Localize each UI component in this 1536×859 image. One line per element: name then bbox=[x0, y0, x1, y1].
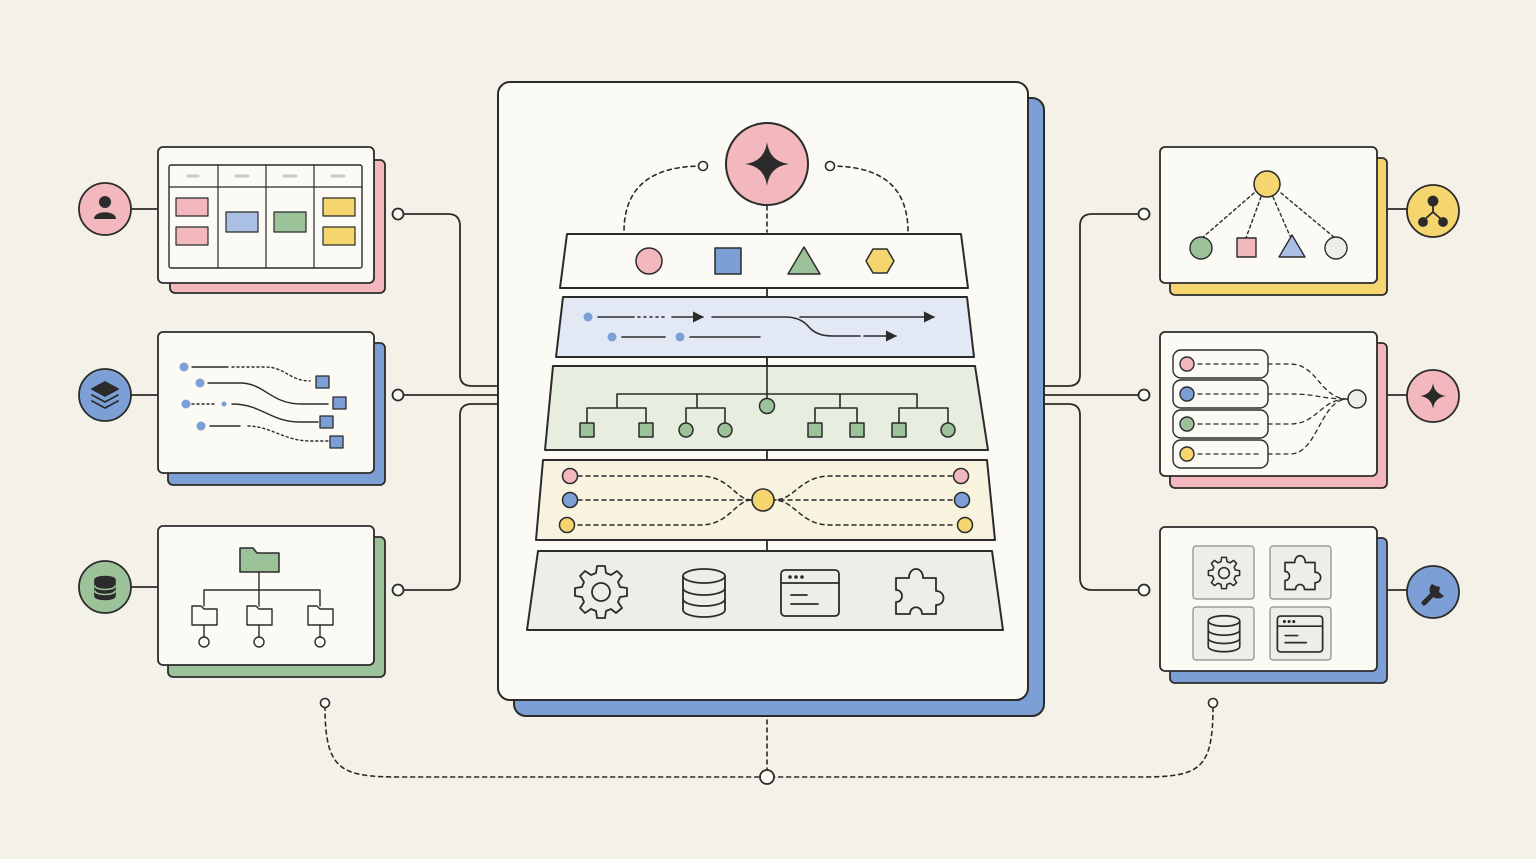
left-badge-database bbox=[78, 560, 132, 614]
triangle-shape bbox=[787, 246, 821, 275]
square-shape bbox=[714, 247, 742, 275]
hexagon-shape bbox=[865, 248, 895, 274]
gear-icon bbox=[1207, 556, 1241, 590]
puzzle-icon bbox=[895, 568, 945, 615]
left-module-kanban bbox=[157, 146, 386, 294]
left-connectors bbox=[130, 208, 499, 591]
layer-tools bbox=[526, 550, 1004, 631]
puzzle-icon bbox=[1284, 554, 1322, 591]
gear-icon bbox=[574, 565, 628, 619]
right-badge-wrench bbox=[1406, 565, 1460, 619]
layers-icon bbox=[91, 381, 119, 409]
sparkle-icon bbox=[1420, 383, 1446, 409]
right-module-hierarchy bbox=[1159, 146, 1388, 296]
circle-shape bbox=[635, 247, 663, 275]
terminal-icon bbox=[780, 569, 840, 617]
left-badge-layers bbox=[78, 368, 132, 422]
layer-tree bbox=[544, 356, 989, 451]
database-icon bbox=[1207, 614, 1241, 653]
bus-end-right bbox=[1207, 697, 1219, 709]
right-module-tools bbox=[1159, 526, 1388, 684]
layer-flow bbox=[555, 296, 975, 358]
connector-end-nodes bbox=[391, 207, 1151, 597]
database-icon bbox=[94, 575, 116, 601]
terminal-icon bbox=[1276, 615, 1324, 653]
database-icon bbox=[682, 568, 726, 618]
right-badge-sparkle bbox=[1406, 369, 1460, 423]
folder-icon bbox=[239, 547, 280, 573]
left-module-folders bbox=[157, 525, 386, 678]
bus-end-left bbox=[319, 697, 331, 709]
layer-shapes bbox=[559, 233, 969, 289]
layer-merge bbox=[535, 459, 996, 541]
hub bbox=[623, 122, 909, 233]
bus-node bbox=[759, 769, 775, 785]
right-badge-hierarchy bbox=[1406, 184, 1460, 238]
right-module-list bbox=[1159, 331, 1388, 489]
left-badge-user bbox=[78, 182, 132, 236]
left-module-streams bbox=[157, 331, 386, 486]
user-icon bbox=[94, 196, 116, 219]
wrench-icon bbox=[1421, 584, 1444, 606]
sparkle-icon bbox=[745, 142, 789, 186]
hierarchy-icon bbox=[1418, 195, 1448, 227]
